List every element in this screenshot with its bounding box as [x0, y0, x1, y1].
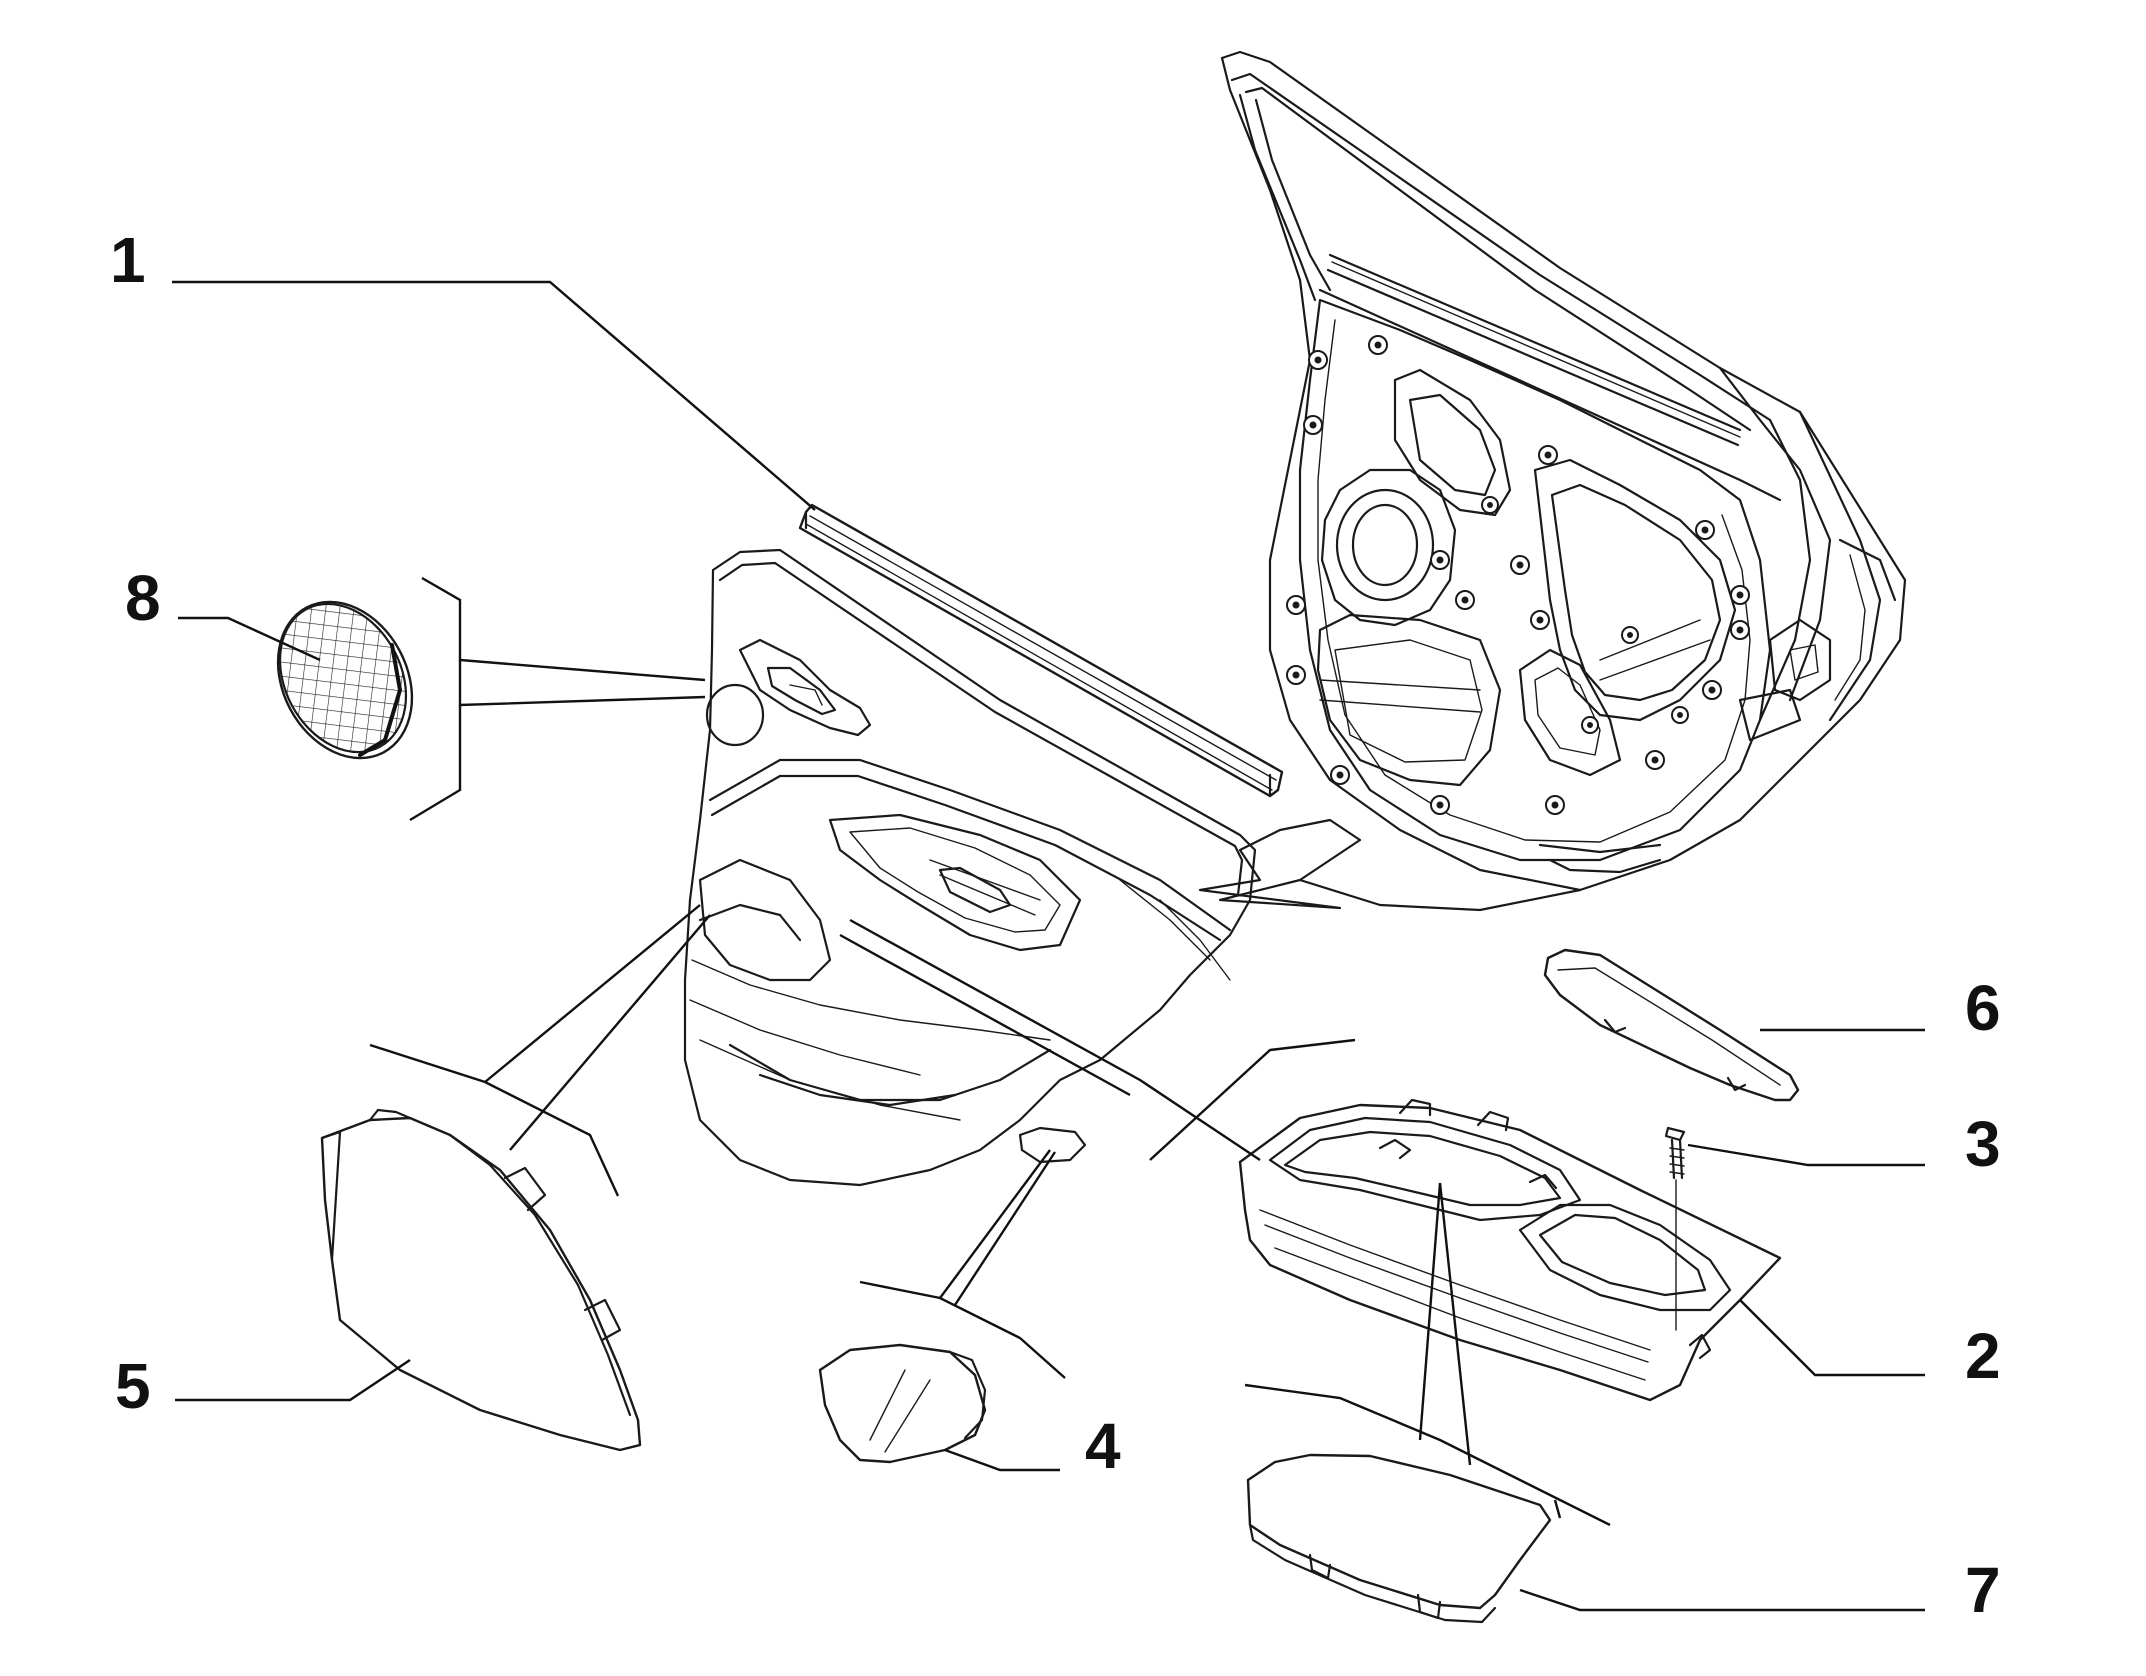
callout-5: 5 — [115, 1350, 151, 1422]
callout-4: 4 — [1085, 1410, 1121, 1482]
door-trim-panel — [683, 548, 1257, 1187]
callout-8: 8 — [125, 562, 161, 634]
armrest-bin — [1238, 1098, 1782, 1402]
handle-escutcheon — [1543, 948, 1800, 1102]
callouts: 1 8 6 3 2 5 4 7 — [110, 224, 2001, 1626]
window-seal-strip — [798, 503, 1284, 798]
callout-7: 7 — [1965, 1554, 2001, 1626]
door-shell — [1198, 50, 1907, 912]
storage-insert — [1246, 1453, 1552, 1624]
mounting-holes — [1286, 335, 1750, 815]
handle-cap — [818, 1343, 987, 1464]
callout-6: 6 — [1965, 972, 2001, 1044]
speaker-grille — [276, 600, 414, 760]
callout-1: 1 — [110, 224, 146, 296]
callout-2: 2 — [1965, 1320, 2001, 1392]
callout-3: 3 — [1965, 1108, 2001, 1180]
corner-cover — [320, 1108, 642, 1452]
screw — [1664, 1126, 1686, 1180]
leader-lines — [172, 280, 1925, 1612]
